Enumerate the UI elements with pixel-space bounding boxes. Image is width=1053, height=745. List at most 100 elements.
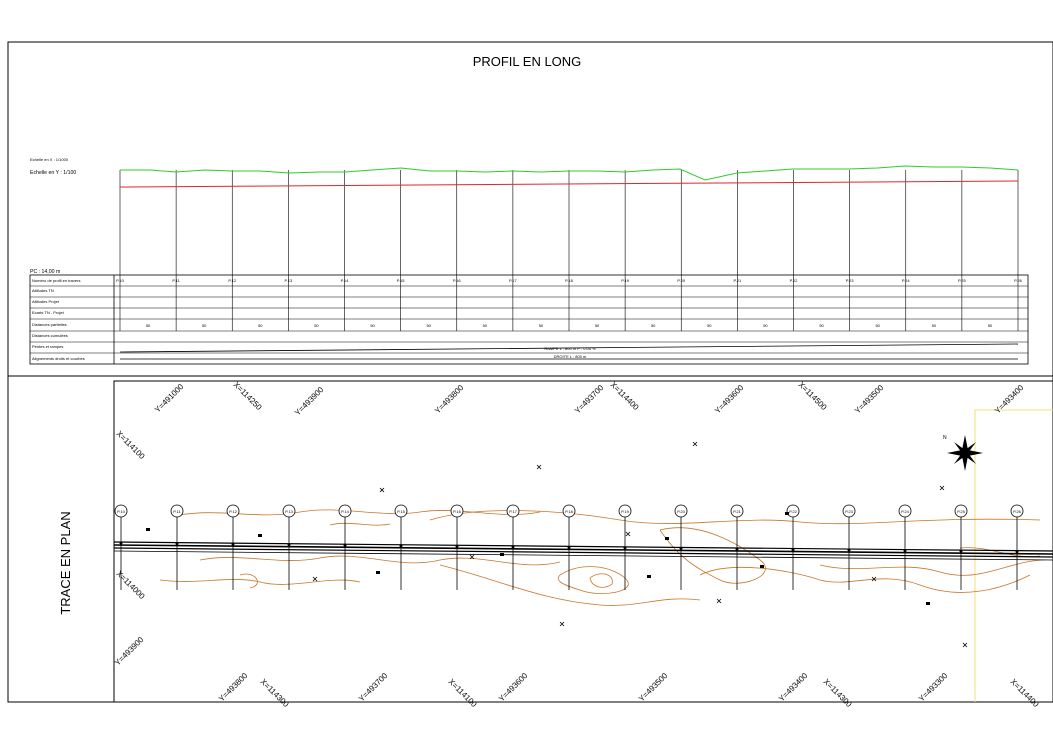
partial-distance-cell: 50 [539, 323, 544, 328]
profile-chart [119, 165, 1019, 331]
grid-label: X=114400 [1009, 677, 1041, 709]
partial-distance-cell: 50 [370, 323, 375, 328]
grid-label: Y=493900 [293, 385, 326, 418]
grid-label: Y=491000 [153, 382, 186, 415]
station-label: P.15 [397, 509, 405, 514]
partial-distance-cell: 50 [988, 323, 993, 328]
station-marker: P.23 [842, 504, 856, 590]
partial-distance-cell: 50 [258, 323, 263, 328]
station-marker: P.12 [226, 504, 240, 590]
profile-data-table: Numéro de profil en travers Altitudes TN… [29, 274, 1029, 365]
grid-label: X=114500 [797, 380, 829, 412]
profile-id-cell: P.13 [285, 278, 293, 283]
station-marker: P.25 [954, 504, 968, 590]
grid-label: X=114300 [259, 677, 291, 709]
row-label: Altitudes TN [32, 288, 54, 293]
station-label: P.22 [789, 509, 797, 514]
profile-id-cell: P.23 [846, 278, 854, 283]
station-marker: P.18 [562, 504, 576, 590]
profile-title: PROFIL EN LONG [473, 54, 582, 69]
station-label: P.13 [285, 509, 293, 514]
profile-id-cell: P.14 [341, 278, 349, 283]
station-label: P.20 [677, 509, 685, 514]
profile-id-cell: P.18 [565, 278, 573, 283]
station-marker: P.15 [394, 504, 408, 590]
partial-distance-cell: 50 [595, 323, 600, 328]
profile-id-cell: P.26 [1014, 278, 1022, 283]
table-row-labels: Numéro de profil en travers Altitudes TN… [32, 278, 85, 361]
grid-label: Y=493600 [713, 383, 746, 416]
station-label: P.10 [117, 509, 125, 514]
profile-id-cell: P.24 [902, 278, 910, 283]
row-label: Distances partielles [32, 322, 67, 327]
profile-id-cell: P.25 [958, 278, 966, 283]
grid-label: X=114250 [232, 380, 264, 412]
profile-id-cell: P.15 [397, 278, 405, 283]
station-label: P.16 [453, 509, 461, 514]
partial-distance-cell: 50 [651, 323, 656, 328]
grid-label: Y=493700 [357, 671, 390, 704]
grid-label: X=114000 [115, 569, 147, 601]
grid-label: Y=493900 [113, 635, 146, 668]
station-marker: P.22 [786, 504, 800, 590]
profile-id-cell: P.10 [116, 278, 124, 283]
station-marker: P.14 [338, 504, 352, 590]
station-label: P.12 [229, 509, 237, 514]
station-marker: P.11 [170, 504, 184, 590]
grid-label: X=114100 [447, 677, 479, 709]
row-label: Alignements droits et courbes [32, 356, 85, 361]
partial-distance-cell: 50 [426, 323, 431, 328]
parcel-boundary [974, 409, 1053, 702]
row-label: Numéro de profil en travers [32, 278, 80, 283]
grid-label: X=114300 [822, 677, 854, 709]
reference-plane-label: PC : 14,00 m [30, 269, 60, 275]
row-label: Distances cumulées [32, 333, 68, 338]
partial-distance-cell: 50 [314, 323, 319, 328]
station-marker: P.10 [114, 504, 128, 590]
scale-x-label: Echelle en X : 1/1000 [30, 157, 69, 162]
station-label: P.21 [733, 509, 741, 514]
alignment-label: DROITE L : 800 m [554, 354, 587, 359]
grid-label: Y=493400 [993, 383, 1026, 416]
station-label: P.19 [621, 509, 629, 514]
station-marker: P.13 [282, 504, 296, 590]
station-label: P.24 [901, 509, 909, 514]
row-label: Ecarts TN - Projet [32, 310, 65, 315]
partial-distance-cell: 50 [819, 323, 824, 328]
grid-label: Y=493500 [637, 671, 670, 704]
station-label: P.17 [509, 509, 517, 514]
station-marker: P.19 [618, 504, 632, 590]
profile-id-cell: P.22 [790, 278, 798, 283]
grid-label: Y=493400 [777, 671, 810, 704]
station-label: P.14 [341, 509, 349, 514]
row-label: Pentes et rampes [32, 344, 63, 349]
plan-title: TRACE EN PLAN [58, 511, 73, 614]
profile-id-cell: P.16 [453, 278, 461, 283]
profile-id-cell: P.11 [172, 278, 180, 283]
tree-markers [146, 512, 930, 605]
station-label: P.11 [173, 509, 181, 514]
terrain-profile-line [120, 165, 1019, 181]
grid-label: Y=493300 [917, 671, 950, 704]
profile-id-cell: P.21 [734, 278, 742, 283]
station-marker: P.26 [1010, 504, 1024, 590]
grid-label: Y=493500 [853, 383, 886, 416]
station-marker: P.17 [506, 504, 520, 590]
profile-id-cell: P.20 [677, 278, 685, 283]
station-marker: P.20 [674, 504, 688, 590]
profile-id-cell: P.12 [228, 278, 236, 283]
sheet-frame [7, 41, 1053, 703]
plan-frame [113, 380, 1053, 703]
partial-distance-cell: 50 [932, 323, 937, 328]
station-label: P.25 [957, 509, 965, 514]
slope-line [119, 343, 1019, 353]
grid-label: Y=493600 [497, 671, 530, 704]
grid-label: Y=493700 [573, 383, 606, 416]
project-profile-line [119, 180, 1019, 188]
partial-distance-cell: 50 [483, 323, 488, 328]
svg-text:N: N [943, 435, 947, 441]
station-marker: P.24 [898, 504, 912, 590]
station-label: P.26 [1013, 509, 1021, 514]
table-frame [29, 274, 1029, 365]
